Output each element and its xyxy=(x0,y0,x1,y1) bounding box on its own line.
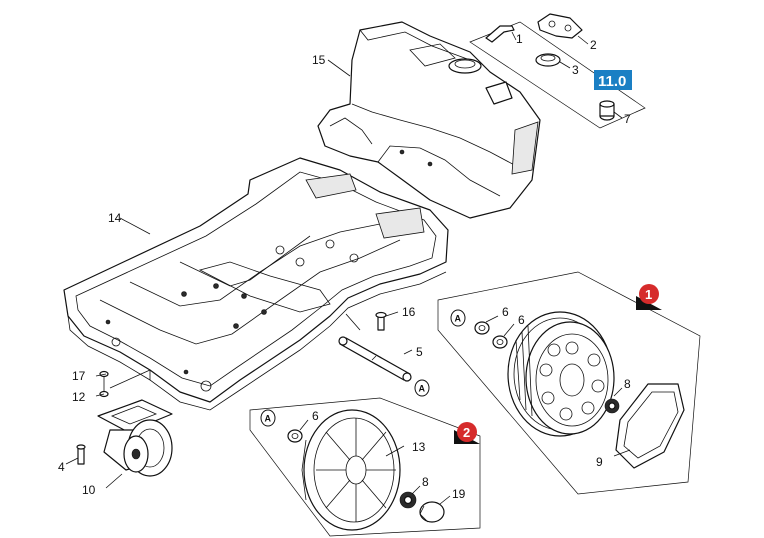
part-number-7: 7 xyxy=(624,112,631,126)
part-7-plug xyxy=(599,100,615,121)
part-number-4: 4 xyxy=(58,460,65,474)
part-number-8-b: 8 xyxy=(422,475,429,489)
washer-6-c xyxy=(287,429,303,443)
svg-text:2: 2 xyxy=(463,425,470,440)
variant-marker-2: 2 xyxy=(454,422,480,444)
cap-19 xyxy=(419,501,445,523)
variant-marker-1: 1 xyxy=(636,284,662,310)
nut-8-b xyxy=(399,491,417,509)
hub-cap-9 xyxy=(615,383,685,469)
svg-text:A: A xyxy=(455,314,462,324)
version-tag: 11.0 xyxy=(594,70,632,90)
base-frame xyxy=(63,157,449,411)
part-number-13: 13 xyxy=(412,440,426,454)
group-outline-wheel-variant-1 xyxy=(437,271,701,495)
part-number-12: 12 xyxy=(72,390,86,404)
part-number-15: 15 xyxy=(312,53,326,67)
part-2-latch xyxy=(537,13,583,39)
part-number-19: 19 xyxy=(452,487,466,501)
svg-text:1: 1 xyxy=(645,287,652,302)
nut-8-a xyxy=(604,398,620,414)
wheel-variant-2 xyxy=(301,409,401,531)
svg-text:A: A xyxy=(265,414,272,424)
washer-6-b xyxy=(492,335,508,349)
leader-lines xyxy=(65,31,631,505)
part-number-10: 10 xyxy=(82,483,96,497)
group-outline-wheel-variant-2 xyxy=(249,397,481,537)
part-number-6-a: 6 xyxy=(502,305,509,319)
part-number-3: 3 xyxy=(572,63,579,77)
washer-6-a xyxy=(474,321,490,335)
part-number-2: 2 xyxy=(590,38,597,52)
axle-5 xyxy=(338,336,412,382)
connection-marker-a-axle: A xyxy=(414,379,430,397)
screw-16 xyxy=(375,311,387,331)
version-tag-label: 11.0 xyxy=(598,73,626,90)
connection-marker-a-wheel-2: A xyxy=(260,409,276,427)
svg-text:A: A xyxy=(419,384,426,394)
part-1-clip xyxy=(485,25,515,43)
part-number-1: 1 xyxy=(516,32,523,46)
part-number-5: 5 xyxy=(416,345,423,359)
caster-wheel xyxy=(97,399,173,477)
screw-4 xyxy=(76,444,86,465)
part-number-6-c: 6 xyxy=(312,409,319,423)
part-number-9: 9 xyxy=(596,455,603,469)
part-number-6-b: 6 xyxy=(518,313,525,327)
connection-marker-a-wheel-1: A xyxy=(450,309,466,327)
part-number-14: 14 xyxy=(108,211,122,225)
wheel-variant-1 xyxy=(507,311,615,437)
part-number-17: 17 xyxy=(72,369,86,383)
part-number-16: 16 xyxy=(402,305,416,319)
part-number-8-a: 8 xyxy=(624,377,631,391)
part-3-cap-seal xyxy=(535,53,561,67)
tank xyxy=(317,21,541,219)
